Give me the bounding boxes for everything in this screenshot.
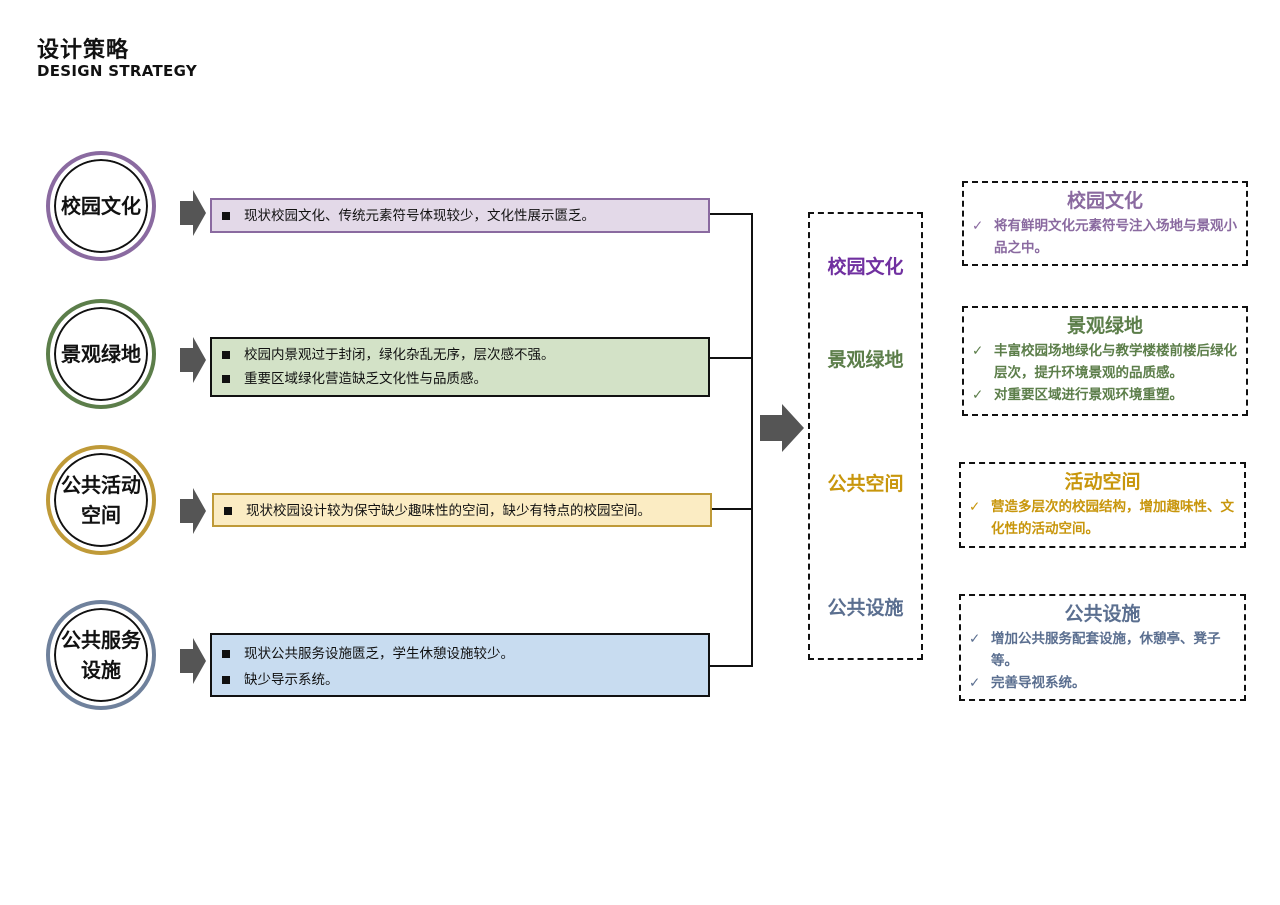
circle-label: 公共活动空间: [61, 473, 141, 527]
goal-item: ✓对重要区域进行景观环境重塑。: [972, 384, 1238, 406]
goal-title: 活动空间: [1064, 471, 1141, 493]
arrow-right-icon: [180, 488, 206, 534]
strategy-middle-box: [808, 212, 923, 660]
check-icon: ✓: [969, 675, 981, 691]
issue-text: 现状校园设计较为保守缺少趣味性的空间，缺少有特点的校园空间。: [246, 503, 651, 519]
issue-box-public-service-facilities: 现状公共服务设施匮乏，学生休憩设施较少。 缺少导示系统。: [210, 633, 710, 697]
mid-label-landscape-green: 景观绿地: [827, 349, 904, 371]
check-icon: ✓: [972, 343, 984, 359]
goal-item: ✓增加公共服务配套设施，休憩亭、凳子等。: [969, 628, 1236, 672]
bullet-icon: [222, 375, 230, 383]
goal-title: 景观绿地: [1066, 315, 1143, 337]
goal-item: ✓丰富校园场地绿化与教学楼楼前楼后绿化层次，提升环境景观的品质感。: [972, 340, 1238, 384]
big-arrow-icon: [760, 404, 804, 452]
goal-box-landscape-green: 景观绿地 ✓丰富校园场地绿化与教学楼楼前楼后绿化层次，提升环境景观的品质感。 ✓…: [962, 306, 1248, 416]
issue-text: 重要区域绿化营造缺乏文化性与品质感。: [244, 371, 487, 387]
mid-label-public-facilities: 公共设施: [827, 597, 904, 619]
check-icon: ✓: [972, 218, 984, 234]
circle-campus-culture: 校园文化: [46, 151, 156, 261]
goal-item: ✓将有鲜明文化元素符号注入场地与景观小品之中。: [972, 215, 1238, 259]
circle-public-activity-space: 公共活动空间: [46, 445, 156, 555]
issue-text: 校园内景观过于封闭，绿化杂乱无序，层次感不强。: [244, 347, 555, 363]
goal-item: ✓完善导视系统。: [969, 672, 1236, 694]
arrow-right-icon: [180, 337, 206, 383]
bullet-icon: [222, 650, 230, 658]
issue-text: 缺少导示系统。: [244, 672, 339, 688]
issue-box-campus-culture: 现状校园文化、传统元素符号体现较少，文化性展示匮乏。: [210, 198, 710, 233]
issue-box-landscape-green: 校园内景观过于封闭，绿化杂乱无序，层次感不强。 重要区域绿化营造缺乏文化性与品质…: [210, 337, 710, 397]
check-icon: ✓: [969, 631, 981, 647]
goal-title: 公共设施: [1064, 603, 1141, 625]
check-icon: ✓: [969, 499, 981, 515]
goal-box-public-facilities: 公共设施 ✓增加公共服务配套设施，休憩亭、凳子等。 ✓完善导视系统。: [959, 594, 1246, 701]
bullet-icon: [224, 507, 232, 515]
arrow-right-icon: [180, 190, 206, 236]
bullet-icon: [222, 351, 230, 359]
issue-box-public-activity-space: 现状校园设计较为保守缺少趣味性的空间，缺少有特点的校园空间。: [212, 493, 712, 527]
circle-public-service-facilities: 公共服务设施: [46, 600, 156, 710]
goal-title: 校园文化: [1066, 190, 1143, 212]
circle-label: 景观绿地: [61, 342, 141, 366]
page-subtitle: DESIGN STRATEGY: [37, 62, 198, 80]
bullet-icon: [222, 212, 230, 220]
arrow-right-icon: [180, 638, 206, 684]
mid-label-public-space: 公共空间: [827, 473, 904, 495]
issue-text: 现状公共服务设施匮乏，学生休憩设施较少。: [244, 646, 514, 662]
check-icon: ✓: [972, 387, 984, 403]
circle-label: 校园文化: [61, 194, 141, 218]
bullet-icon: [222, 676, 230, 684]
issue-text: 现状校园文化、传统元素符号体现较少，文化性展示匮乏。: [244, 208, 595, 224]
page-title: 设计策略: [37, 38, 130, 63]
circle-label: 公共服务设施: [61, 628, 141, 682]
goal-box-activity-space: 活动空间 ✓营造多层次的校园结构，增加趣味性、文化性的活动空间。: [959, 462, 1246, 548]
goal-item: ✓营造多层次的校园结构，增加趣味性、文化性的活动空间。: [969, 496, 1236, 540]
circle-landscape-green: 景观绿地: [46, 299, 156, 409]
mid-label-campus-culture: 校园文化: [827, 256, 904, 278]
goal-box-campus-culture: 校园文化 ✓将有鲜明文化元素符号注入场地与景观小品之中。: [962, 181, 1248, 266]
